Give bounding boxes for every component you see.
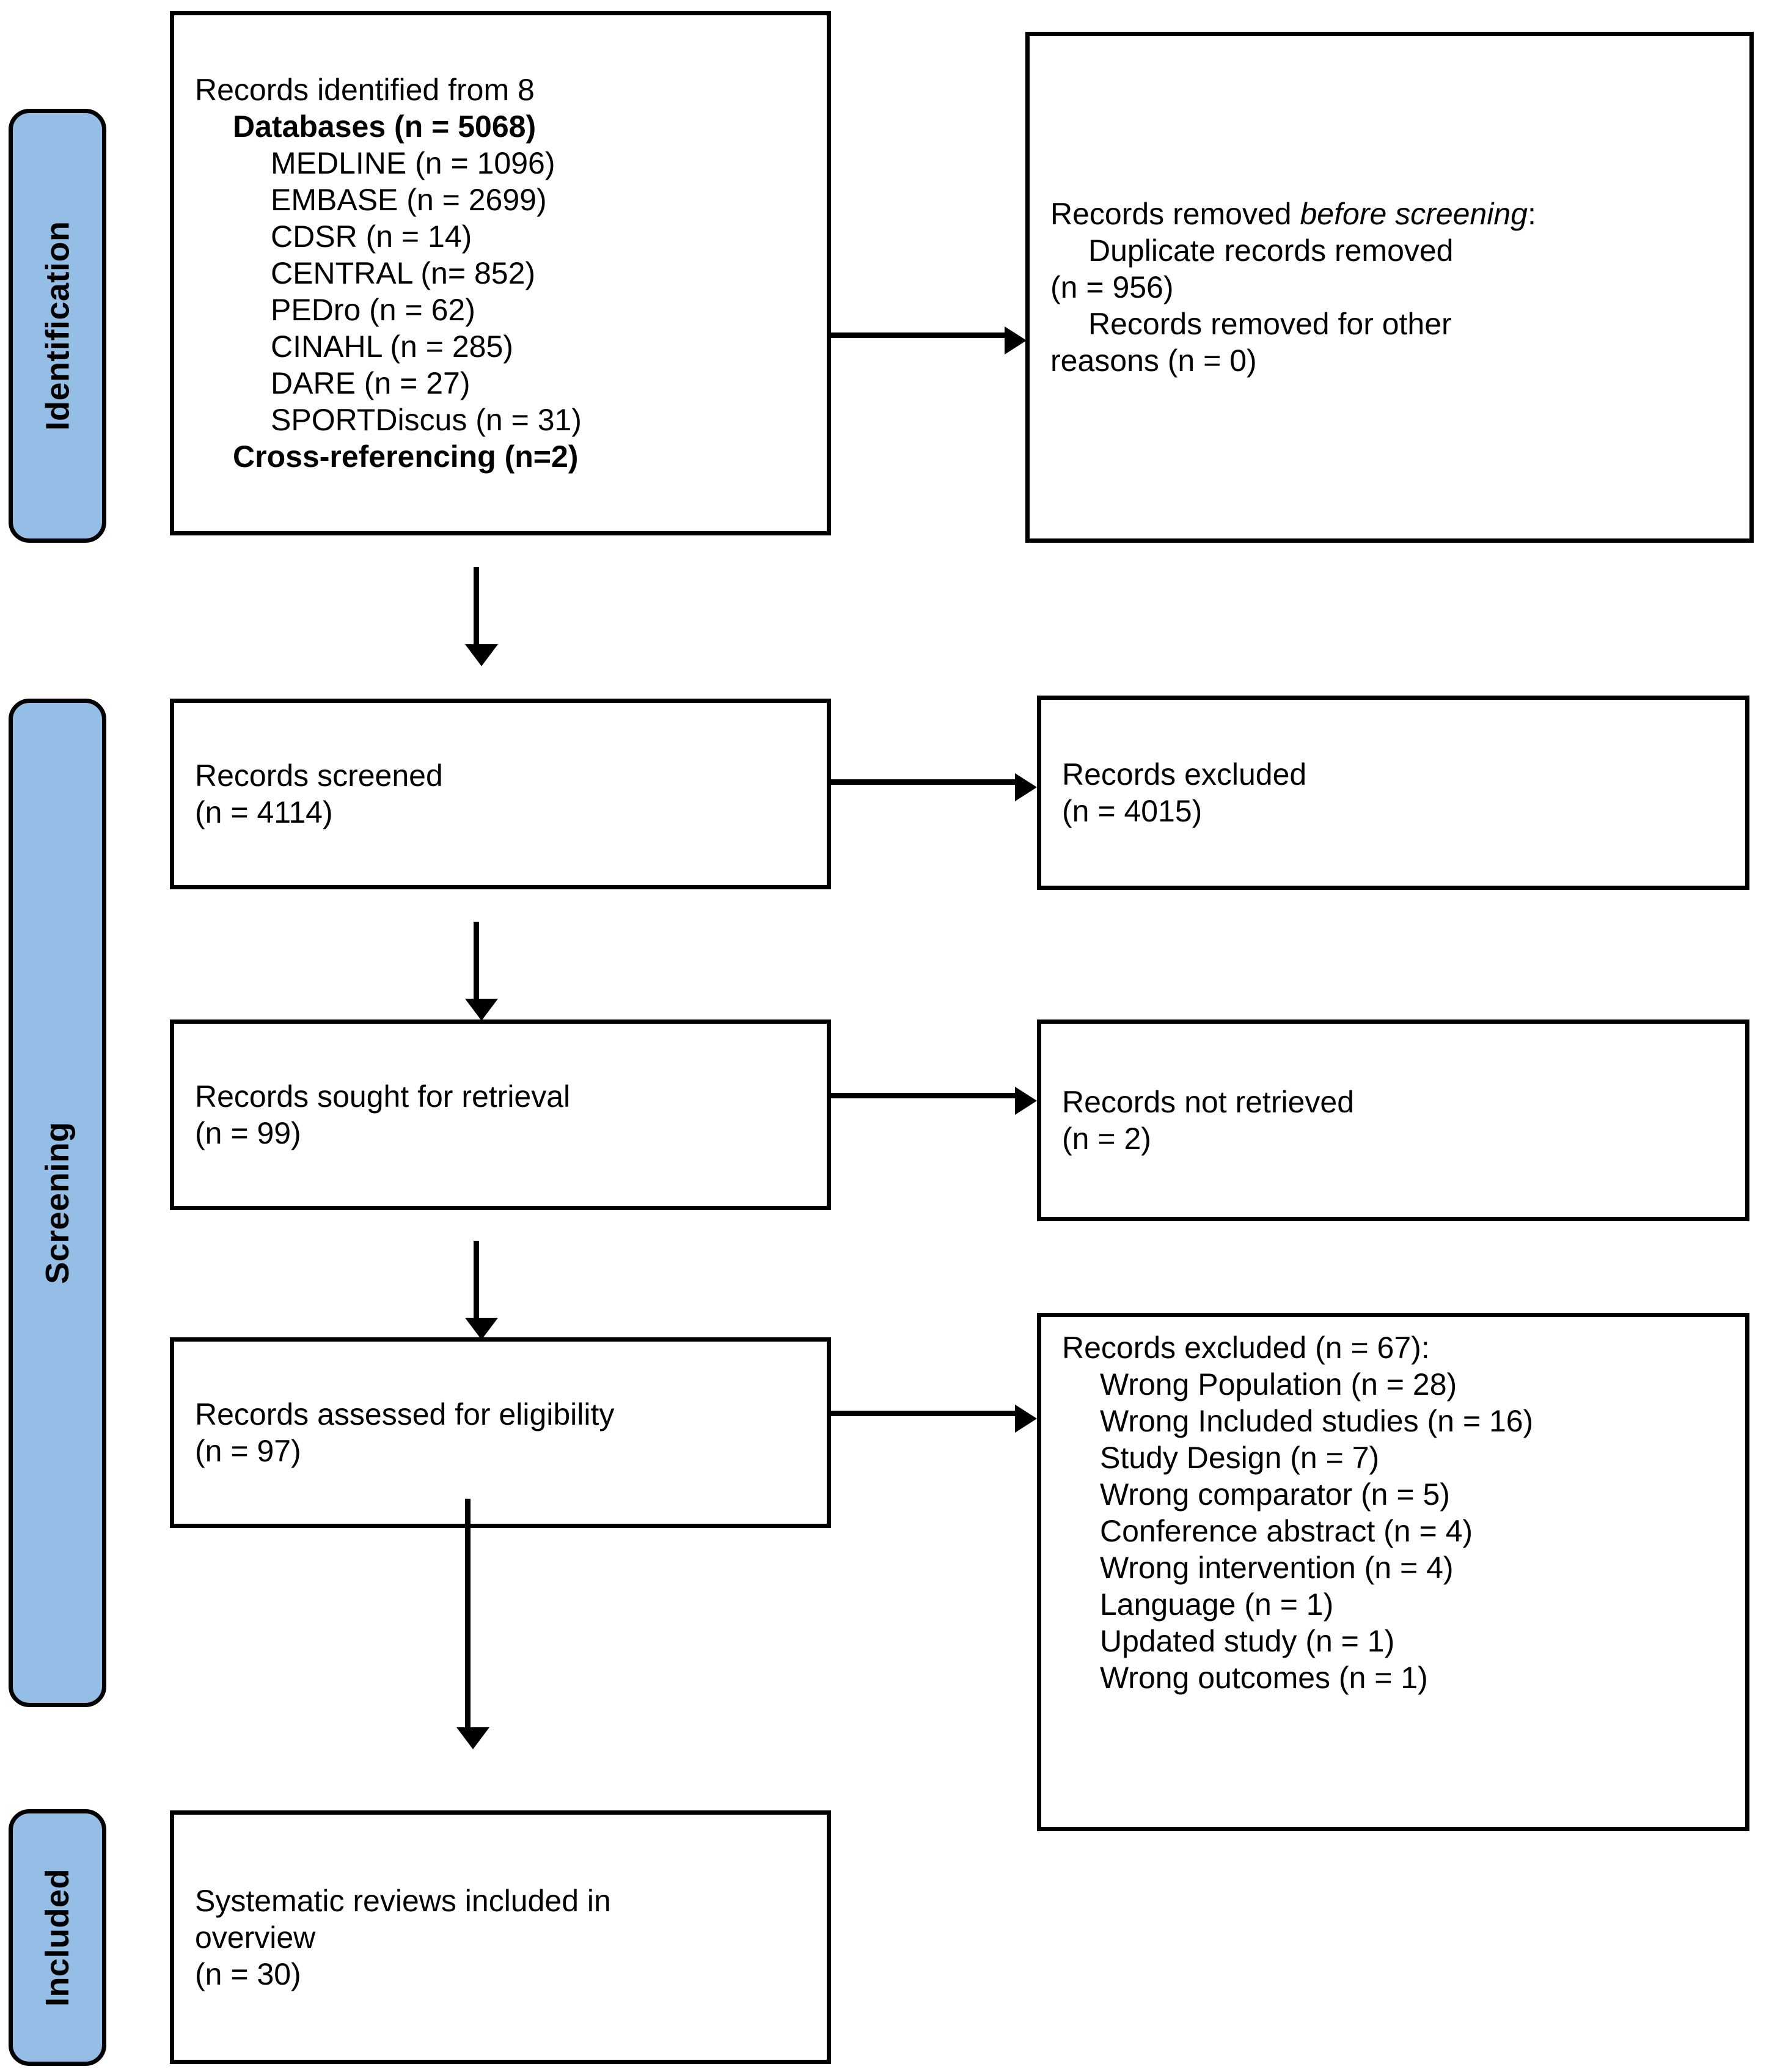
records-identified-line-6: CENTRAL (n= 852) (271, 256, 536, 290)
stage-label-identification: Identification (39, 221, 76, 431)
stage-label-included: Included (39, 1868, 76, 2007)
records-removed-heading-plain: Records removed (1050, 197, 1300, 231)
box-records-sought-content: Records sought for retrieval (n = 99) (174, 1078, 827, 1152)
records-assessed-line-1: Records assessed for eligibility (195, 1397, 615, 1431)
records-identified-line-10: SPORTDiscus (n = 31) (271, 403, 582, 437)
arrow-identified-to-screened (465, 567, 498, 666)
stage-label-screening: Screening (39, 1122, 76, 1284)
records-assessed-line-2: (n = 97) (195, 1434, 301, 1468)
included-overview-line-3: (n = 30) (195, 1956, 301, 1991)
records-screened-line-2: (n = 4114) (195, 795, 333, 829)
records-removed-line-3: Records removed for other (1088, 307, 1452, 341)
box-records-screened-content: Records screened (n = 4114) (174, 757, 827, 831)
records-identified-line-2: Databases (n = 5068) (233, 109, 537, 144)
stage-bar-included: Included (9, 1809, 106, 2066)
records-removed-line-1: Duplicate records removed (1088, 233, 1454, 268)
box-records-assessed-content: Records assessed for eligibility (n = 97… (174, 1396, 827, 1469)
box-records-excluded-reasons-content: Records excluded (n = 67): Wrong Populat… (1041, 1317, 1745, 1696)
records-removed-heading: Records removed before screening: (1050, 196, 1729, 232)
arrow-sought-to-assessed (465, 1241, 498, 1340)
stage-bar-identification: Identification (9, 109, 106, 543)
arrow-identified-to-removed (830, 326, 1027, 355)
box-records-excluded-content: Records excluded (n = 4015) (1041, 756, 1745, 829)
box-records-not-retrieved-content: Records not retrieved (n = 2) (1041, 1084, 1745, 1157)
arrow-screened-to-sought (465, 922, 498, 1021)
box-records-sought-for-retrieval: Records sought for retrieval (n = 99) (170, 1019, 831, 1210)
box-records-removed-content: Records removed before screening: Duplic… (1030, 196, 1749, 379)
excluded-reason-wrong-outcomes: Wrong outcomes (n = 1) (1100, 1661, 1428, 1695)
arrow-assessed-to-included (456, 1499, 489, 1749)
records-excluded-line-2: (n = 4015) (1062, 794, 1203, 828)
excluded-reason-language: Language (n = 1) (1100, 1587, 1334, 1622)
records-removed-heading-suffix: : (1527, 197, 1536, 231)
box-records-screened: Records screened (n = 4114) (170, 699, 831, 889)
excluded-reason-conference-abstract: Conference abstract (n = 4) (1100, 1514, 1473, 1548)
records-identified-line-11: Cross-referencing (n=2) (233, 439, 579, 474)
records-sought-line-1: Records sought for retrieval (195, 1079, 571, 1114)
arrow-screened-to-excluded (830, 773, 1037, 801)
box-included-overview-content: Systematic reviews included in overview … (174, 1883, 827, 1993)
records-removed-line-4: reasons (n = 0) (1050, 343, 1257, 378)
records-identified-line-8: CINAHL (n = 285) (271, 329, 513, 364)
records-removed-line-2: (n = 956) (1050, 270, 1174, 304)
box-records-identified: Records identified from 8 Databases (n =… (170, 11, 831, 535)
records-removed-heading-italic: before screening (1300, 197, 1528, 231)
box-records-not-retrieved: Records not retrieved (n = 2) (1037, 1019, 1749, 1221)
excluded-reason-wrong-intervention: Wrong intervention (n = 4) (1100, 1551, 1454, 1585)
stage-bar-screening: Screening (9, 699, 106, 1707)
excluded-reason-wrong-population: Wrong Population (n = 28) (1100, 1367, 1457, 1402)
excluded-reason-wrong-comparator: Wrong comparator (n = 5) (1100, 1477, 1450, 1512)
records-sought-line-2: (n = 99) (195, 1116, 301, 1150)
records-identified-line-4: EMBASE (n = 2699) (271, 183, 547, 217)
box-records-identified-content: Records identified from 8 Databases (n =… (174, 72, 827, 475)
excluded-reason-study-design: Study Design (n = 7) (1100, 1441, 1380, 1475)
excluded-reason-wrong-included-studies: Wrong Included studies (n = 16) (1100, 1404, 1534, 1438)
excluded-reasons-heading: Records excluded (n = 67): (1062, 1331, 1430, 1365)
arrow-sought-to-not-retrieved (830, 1087, 1037, 1115)
records-identified-line-1: Records identified from 8 (195, 73, 535, 107)
records-identified-line-3: MEDLINE (n = 1096) (271, 146, 555, 180)
arrow-assessed-to-excluded-reasons (830, 1405, 1037, 1433)
included-overview-line-2: overview (195, 1920, 316, 1955)
box-records-excluded: Records excluded (n = 4015) (1037, 696, 1749, 890)
box-systematic-reviews-included: Systematic reviews included in overview … (170, 1810, 831, 2064)
box-records-removed-before-screening: Records removed before screening: Duplic… (1025, 32, 1754, 543)
box-records-excluded-with-reasons: Records excluded (n = 67): Wrong Populat… (1037, 1313, 1749, 1831)
records-not-retrieved-line-1: Records not retrieved (1062, 1085, 1355, 1119)
included-overview-line-1: Systematic reviews included in (195, 1883, 611, 1918)
records-identified-line-5: CDSR (n = 14) (271, 219, 472, 254)
excluded-reason-updated-study: Updated study (n = 1) (1100, 1624, 1395, 1658)
box-records-assessed-for-eligibility: Records assessed for eligibility (n = 97… (170, 1337, 831, 1528)
records-excluded-line-1: Records excluded (1062, 757, 1307, 792)
records-identified-line-7: PEDro (n = 62) (271, 293, 475, 327)
records-not-retrieved-line-2: (n = 2) (1062, 1122, 1151, 1156)
records-identified-line-9: DARE (n = 27) (271, 366, 471, 400)
records-screened-line-1: Records screened (195, 759, 443, 793)
